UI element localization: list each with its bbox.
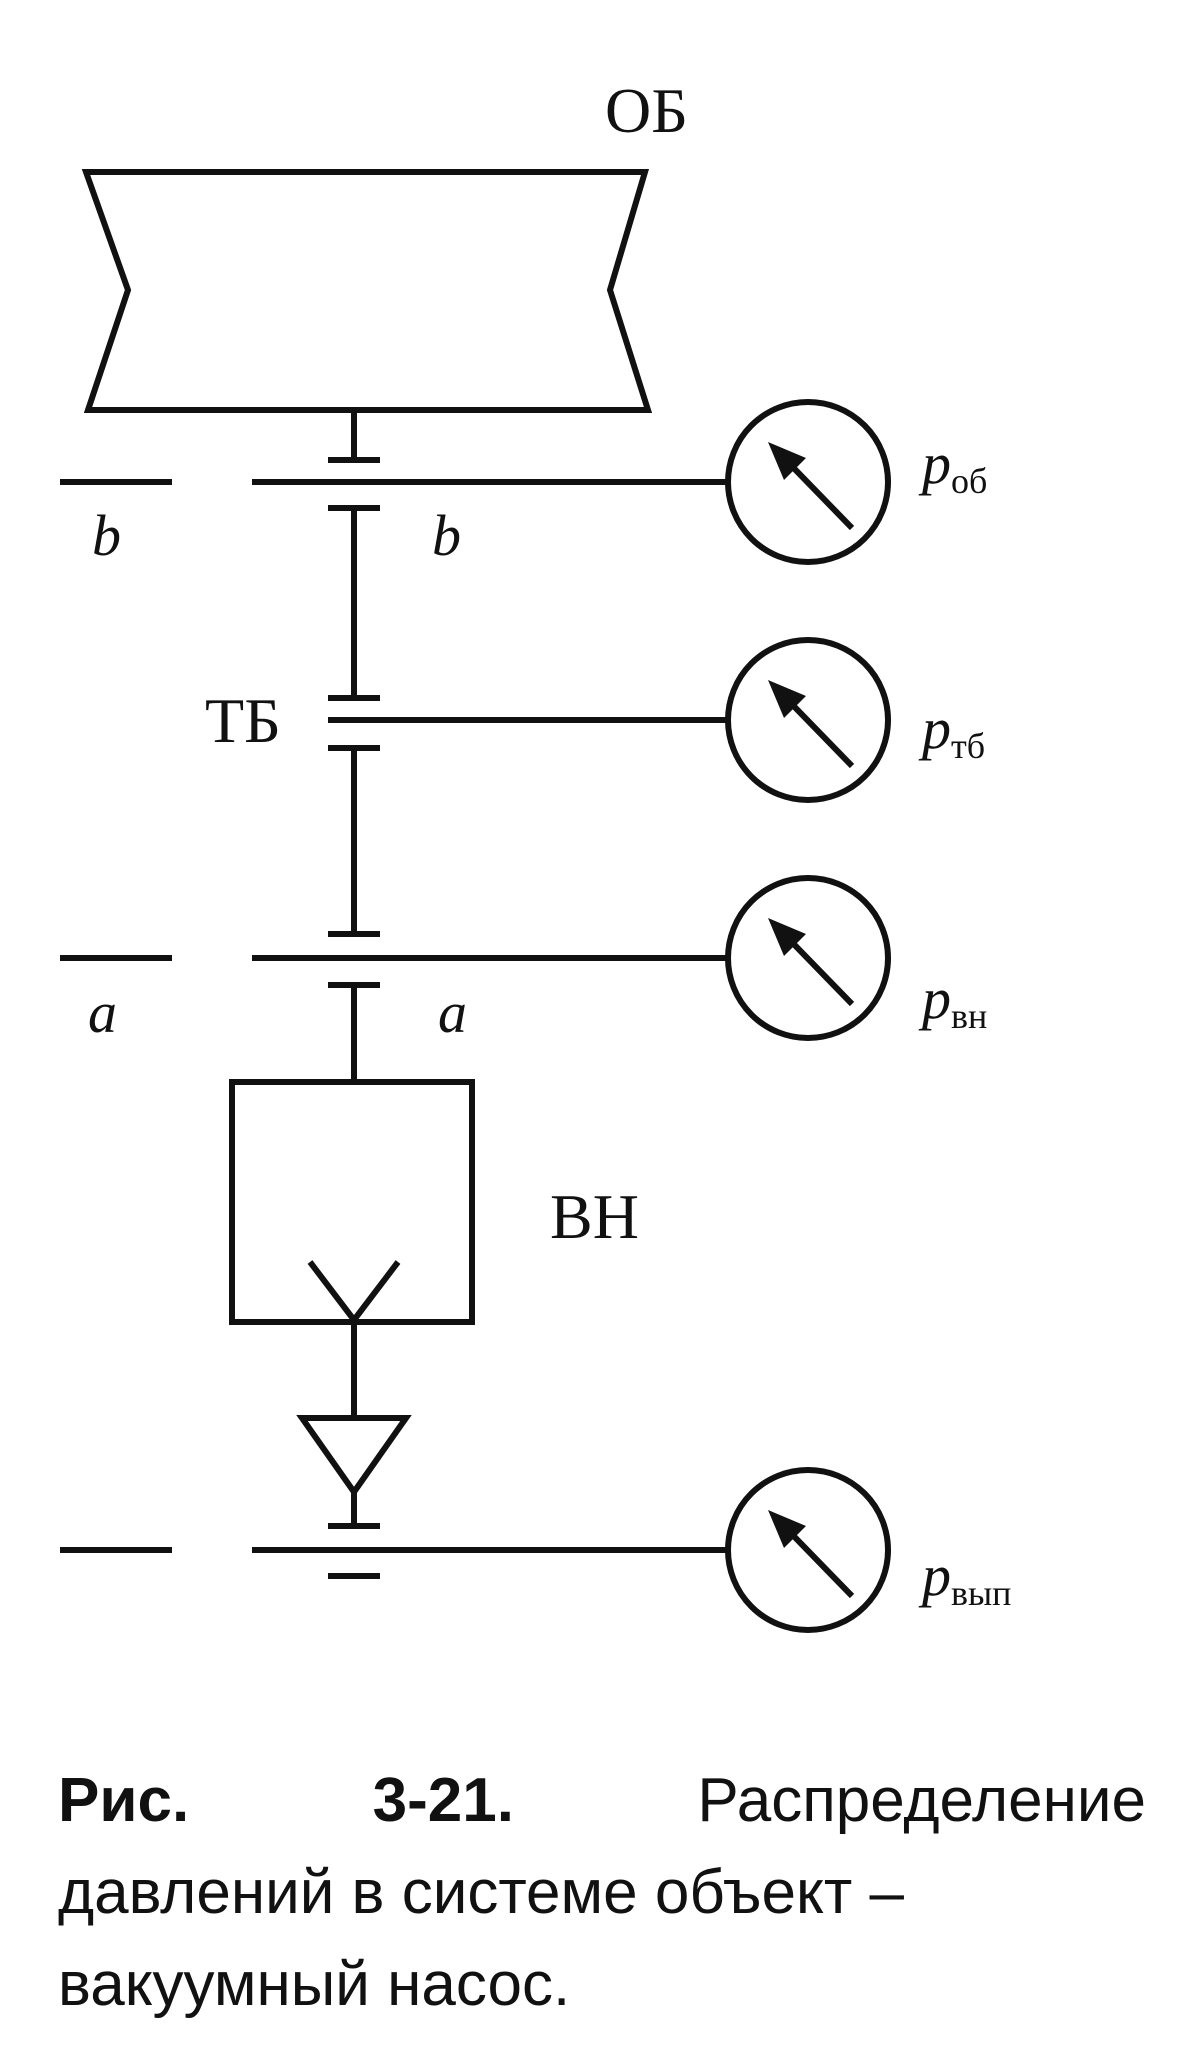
gauge-exhaust-label: pвып	[918, 1543, 1011, 1613]
caption-word-1: Распределение	[697, 1766, 1146, 1835]
figure-caption: Рис. 3-21. Распределение давлений в сист…	[58, 1755, 1146, 2031]
gauge-pump-inlet-label: pвн	[918, 966, 987, 1036]
gauge-pump-inlet-arrowhead	[768, 918, 806, 956]
gauge-exhaust	[725, 1467, 891, 1633]
gauge-object	[725, 399, 891, 565]
vacuum-system-diagram: ОБ ТБ ВН b b a a pоб pтб pвн pвып	[60, 75, 1011, 1633]
section-b-left-label: b	[92, 503, 121, 568]
pump-label: ВН	[550, 1181, 639, 1252]
caption-line-1: Рис. 3-21. Распределение	[58, 1755, 1146, 1847]
gauge-object-label: pоб	[918, 431, 987, 501]
gauge-pump-inlet	[725, 875, 891, 1041]
caption-line-2: давлений в системе объект –	[58, 1858, 904, 1927]
trap-label: ТБ	[205, 685, 281, 756]
check-valve-triangle	[296, 1415, 412, 1498]
section-a-right-label: a	[438, 980, 467, 1045]
gauge-trap	[725, 637, 891, 803]
object-chamber-shape	[81, 169, 653, 413]
section-a-left-label: a	[88, 980, 117, 1045]
gauge-object-arrowhead	[768, 442, 806, 480]
caption-prefix: Рис.	[58, 1766, 190, 1835]
pump-outlet-symbol	[307, 1260, 401, 1325]
section-b-right-label: b	[432, 503, 461, 568]
pump-box	[229, 1079, 475, 1325]
caption-line-3: вакуумный насос.	[58, 1950, 571, 2019]
gauge-trap-arrowhead	[768, 680, 806, 718]
gauge-trap-label: pтб	[918, 696, 985, 766]
object-label: ОБ	[605, 75, 688, 146]
caption-number: 3-21.	[372, 1766, 514, 1835]
gauge-exhaust-arrowhead	[768, 1510, 806, 1548]
